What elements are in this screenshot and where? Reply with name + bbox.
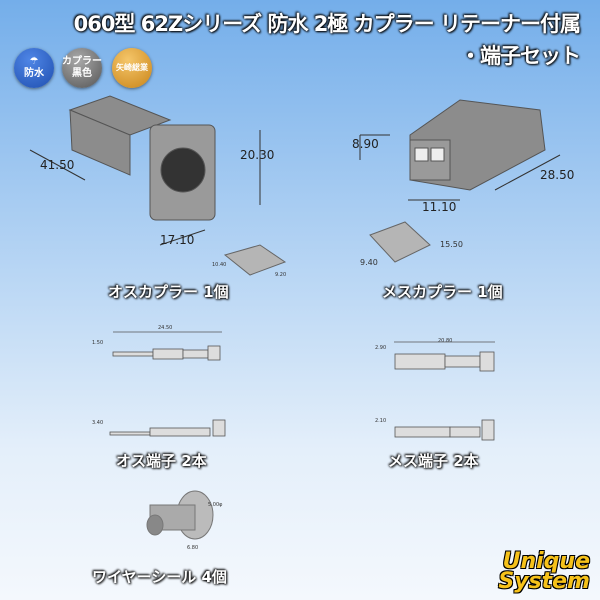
yazaki-badge: 矢崎総業 <box>112 48 152 88</box>
wire-seal-drawing <box>146 490 214 540</box>
dim-female-width: 11.10 <box>422 200 457 214</box>
dim-male-terminal-h1: 1.50 <box>92 340 104 346</box>
dim-seal-length: 6.80 <box>187 545 199 551</box>
title-line1: 060型 62Zシリーズ 防水 2極 カプラー リテーナー付属 <box>73 12 581 36</box>
logo-line2: System <box>498 569 590 594</box>
waterproof-label: 防水 <box>24 68 44 79</box>
dim-seal-diameter: 5.00φ <box>208 502 223 508</box>
wire-seal-label: ワイヤーシール 4個 <box>92 568 227 586</box>
dim-male-terminal-length: 24.50 <box>158 325 173 331</box>
badge-color-label: 黒色 <box>72 68 92 79</box>
umbrella-icon: ☂ <box>29 56 39 67</box>
male-coupler-label: オスカプラー 1個 <box>108 283 229 301</box>
female-coupler-drawing <box>409 99 546 191</box>
male-terminal-drawing <box>109 331 226 437</box>
dim-female-height: 8.90 <box>352 137 379 151</box>
female-retainer-drawing <box>369 221 431 263</box>
yazaki-label: 矢崎総業 <box>116 63 148 72</box>
logo-line1: Unique <box>502 549 590 574</box>
title-line2: ・端子セット <box>460 44 581 68</box>
waterproof-badge: ☂防水 <box>14 48 54 88</box>
male-coupler-drawing <box>68 95 216 221</box>
male-terminal-label: オス端子 2本 <box>116 452 207 470</box>
dim-male-width: 17.10 <box>160 233 195 247</box>
female-terminal-drawing <box>394 341 495 441</box>
dim-male-retainer-1: 10.40 <box>212 262 227 268</box>
male-retainer-drawing <box>223 244 287 276</box>
dim-male-retainer-2: 9.20 <box>275 272 287 278</box>
dim-female-retainer-1: 15.50 <box>440 240 463 249</box>
dim-male-height: 20.30 <box>240 148 275 162</box>
female-terminal-label: メス端子 2本 <box>388 452 479 470</box>
dim-female-terminal-h1: 2.90 <box>375 345 387 351</box>
dim-female-terminal-length: 20.80 <box>438 338 453 344</box>
dim-female-retainer-2: 9.40 <box>360 258 378 267</box>
dim-female-terminal-h2: 2.10 <box>375 418 387 424</box>
coupler-color-badge: カプラー黒色 <box>62 48 102 88</box>
female-coupler-label: メスカプラー 1個 <box>382 283 503 301</box>
badge-coupler-label: カプラー <box>62 56 102 67</box>
dim-female-length: 28.50 <box>540 168 575 182</box>
dim-male-length: 41.50 <box>40 158 75 172</box>
dim-male-terminal-h2: 3.40 <box>92 420 104 426</box>
